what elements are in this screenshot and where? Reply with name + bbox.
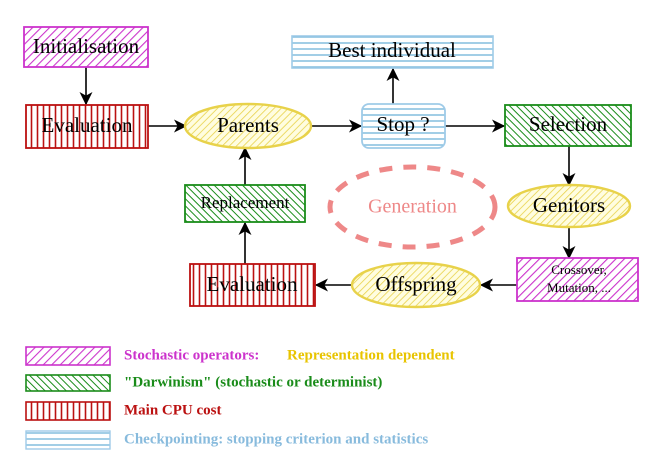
legend-item-stochastic: Stochastic operators: Representation dep…	[25, 346, 455, 366]
node-genitors[interactable]: Genitors	[506, 183, 632, 229]
legend-item-cpu: Main CPU cost	[25, 401, 222, 421]
evaluation-bot-label: Evaluation	[207, 272, 298, 296]
legend-swatch-stochastic	[25, 346, 111, 366]
node-stop[interactable]: Stop ?	[361, 103, 446, 149]
stop-box[interactable]	[361, 103, 446, 149]
node-replacement[interactable]: Replacement	[184, 184, 306, 223]
node-generation: Generation	[327, 164, 498, 250]
legend-swatch-cpu	[25, 401, 111, 421]
node-parents[interactable]: Parents	[183, 102, 313, 150]
legend-item-checkpointing: Checkpointing: stopping criterion and st…	[25, 430, 428, 450]
crossover-label-line2: Mutation, ...	[547, 280, 611, 295]
evaluation-top-label: Evaluation	[42, 113, 133, 137]
best-individual-label: Best individual	[328, 38, 456, 62]
replacement-label: Replacement	[201, 193, 290, 212]
genitors-ellipse[interactable]	[506, 183, 632, 229]
evaluation-bot-box[interactable]	[189, 263, 316, 307]
selection-box[interactable]	[504, 104, 632, 147]
crossover-label-line1: Crossover,	[551, 262, 606, 277]
legend: Stochastic operators: Representation dep…	[25, 346, 455, 450]
best-individual-box[interactable]	[291, 35, 494, 69]
edges-layer	[79, 67, 576, 292]
crossover-box[interactable]	[516, 257, 639, 302]
legend-swatch-checkpointing	[25, 430, 111, 450]
node-initialisation[interactable]: Initialisation	[23, 26, 149, 68]
initialisation-label: Initialisation	[33, 34, 140, 58]
legend-label-cpu: Main CPU cost	[124, 402, 222, 418]
parents-ellipse[interactable]	[183, 102, 313, 150]
generation-label: Generation	[368, 196, 457, 218]
generation-dashed-ellipse	[327, 164, 498, 250]
legend-label-representation: Representation dependent	[287, 347, 455, 363]
legend-label-darwinism: "Darwinism" (stochastic or determinist)	[124, 374, 382, 390]
selection-label: Selection	[529, 112, 608, 136]
legend-item-darwinism: "Darwinism" (stochastic or determinist)	[25, 374, 382, 392]
initialisation-box[interactable]	[23, 26, 149, 68]
node-best-individual[interactable]: Best individual	[291, 35, 494, 69]
parents-label: Parents	[217, 113, 279, 137]
genitors-label: Genitors	[533, 193, 605, 217]
node-offspring[interactable]: Offspring	[350, 261, 482, 309]
offspring-label: Offspring	[375, 272, 457, 296]
legend-label-checkpointing: Checkpointing: stopping criterion and st…	[124, 431, 428, 447]
node-selection[interactable]: Selection	[504, 104, 632, 147]
legend-label-stochastic: Stochastic operators:	[124, 347, 259, 363]
replacement-box[interactable]	[184, 184, 306, 223]
offspring-ellipse[interactable]	[350, 261, 482, 309]
stop-label: Stop ?	[376, 112, 429, 136]
node-evaluation-bot[interactable]: Evaluation	[189, 263, 316, 307]
node-evaluation-top[interactable]: Evaluation	[25, 104, 149, 149]
evaluation-top-box[interactable]	[25, 104, 149, 149]
legend-swatch-darwinism	[25, 374, 111, 392]
node-crossover[interactable]: Crossover, Mutation, ...	[516, 257, 639, 302]
